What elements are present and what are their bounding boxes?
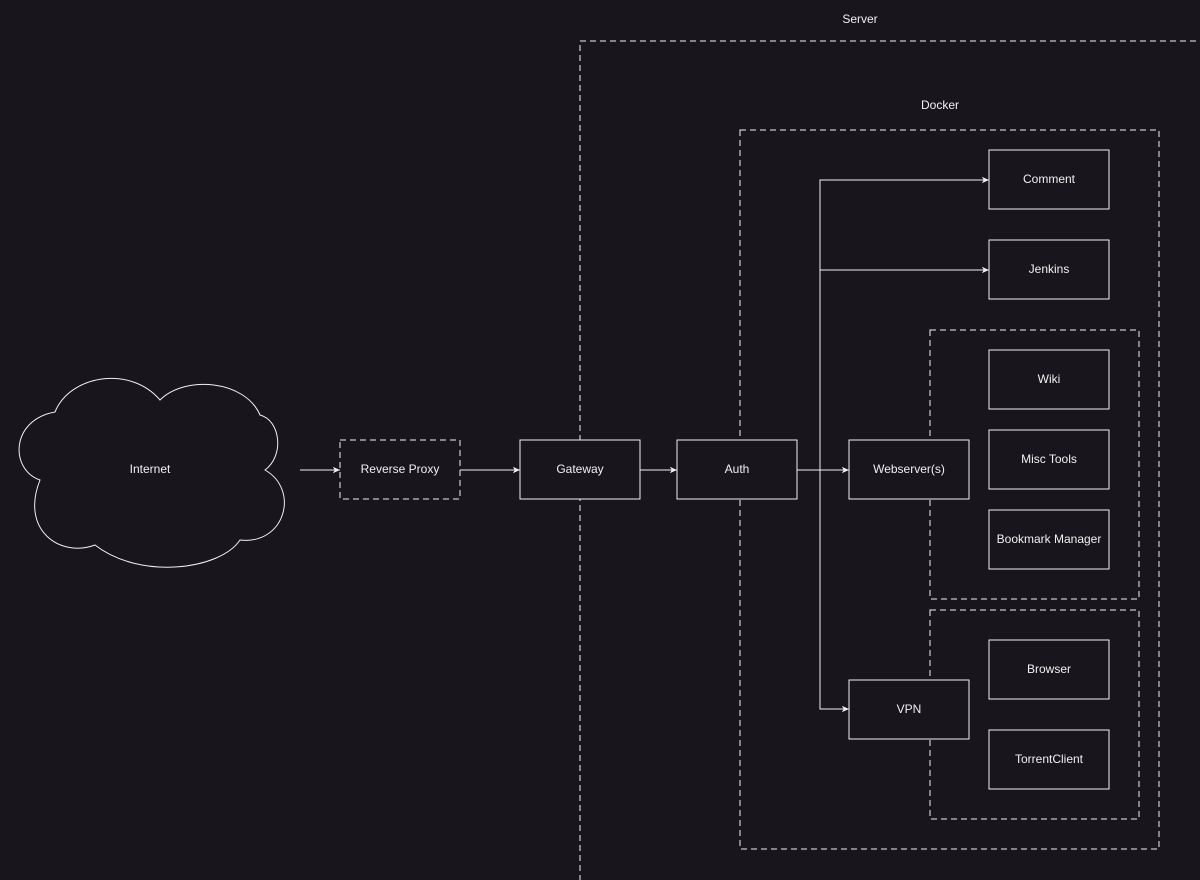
edges [300, 176, 989, 713]
comment-label: Comment [1023, 172, 1076, 186]
torrent-client-label: TorrentClient [1015, 752, 1084, 766]
vpn-label: VPN [897, 702, 922, 716]
bookmark-manager-box [988, 509, 1110, 570]
jenkins-node: Jenkins [988, 239, 1110, 300]
webservers-box [848, 439, 970, 500]
server-label: Server [842, 12, 877, 26]
jenkins-box [988, 239, 1110, 300]
wiki-box [988, 349, 1110, 410]
gateway-box [519, 439, 641, 500]
bookmark-manager-label: Bookmark Manager [997, 532, 1102, 546]
browser-node: Browser [988, 639, 1110, 700]
auth-label: Auth [725, 462, 750, 476]
reverse-proxy-box [339, 439, 461, 500]
reverse-proxy-node: Reverse Proxy [339, 439, 461, 500]
reverse-proxy-label: Reverse Proxy [361, 462, 440, 476]
torrent-client-box [988, 729, 1110, 790]
internet-label: Internet [130, 462, 171, 476]
edge-auth-to-vpn [819, 470, 849, 713]
vpn-box [848, 679, 970, 740]
webservers-node: Webserver(s) [848, 439, 970, 500]
auth-box [676, 439, 798, 500]
cloud-icon [18, 378, 285, 568]
docker-group: Docker [739, 98, 1160, 850]
auth-node: Auth [676, 439, 798, 500]
vpn-node: VPN [848, 679, 970, 740]
misc-tools-box [988, 429, 1110, 490]
misc-tools-label: Misc Tools [1021, 452, 1077, 466]
comment-box [988, 149, 1110, 210]
misc-tools-node: Misc Tools [988, 429, 1110, 490]
internet-node: Internet [18, 378, 285, 568]
torrent-client-node: TorrentClient [988, 729, 1110, 790]
wiki-label: Wiki [1038, 372, 1061, 386]
browser-label: Browser [1027, 662, 1071, 676]
edge-auth-to-comment [819, 176, 989, 470]
jenkins-label: Jenkins [1029, 262, 1070, 276]
gateway-label: Gateway [556, 462, 603, 476]
comment-node: Comment [988, 149, 1110, 210]
docker-label: Docker [921, 98, 959, 112]
wiki-node: Wiki [988, 349, 1110, 410]
bookmark-manager-node: Bookmark Manager [988, 509, 1110, 570]
browser-box [988, 639, 1110, 700]
webservers-label: Webserver(s) [873, 462, 945, 476]
gateway-node: Gateway [519, 439, 641, 500]
